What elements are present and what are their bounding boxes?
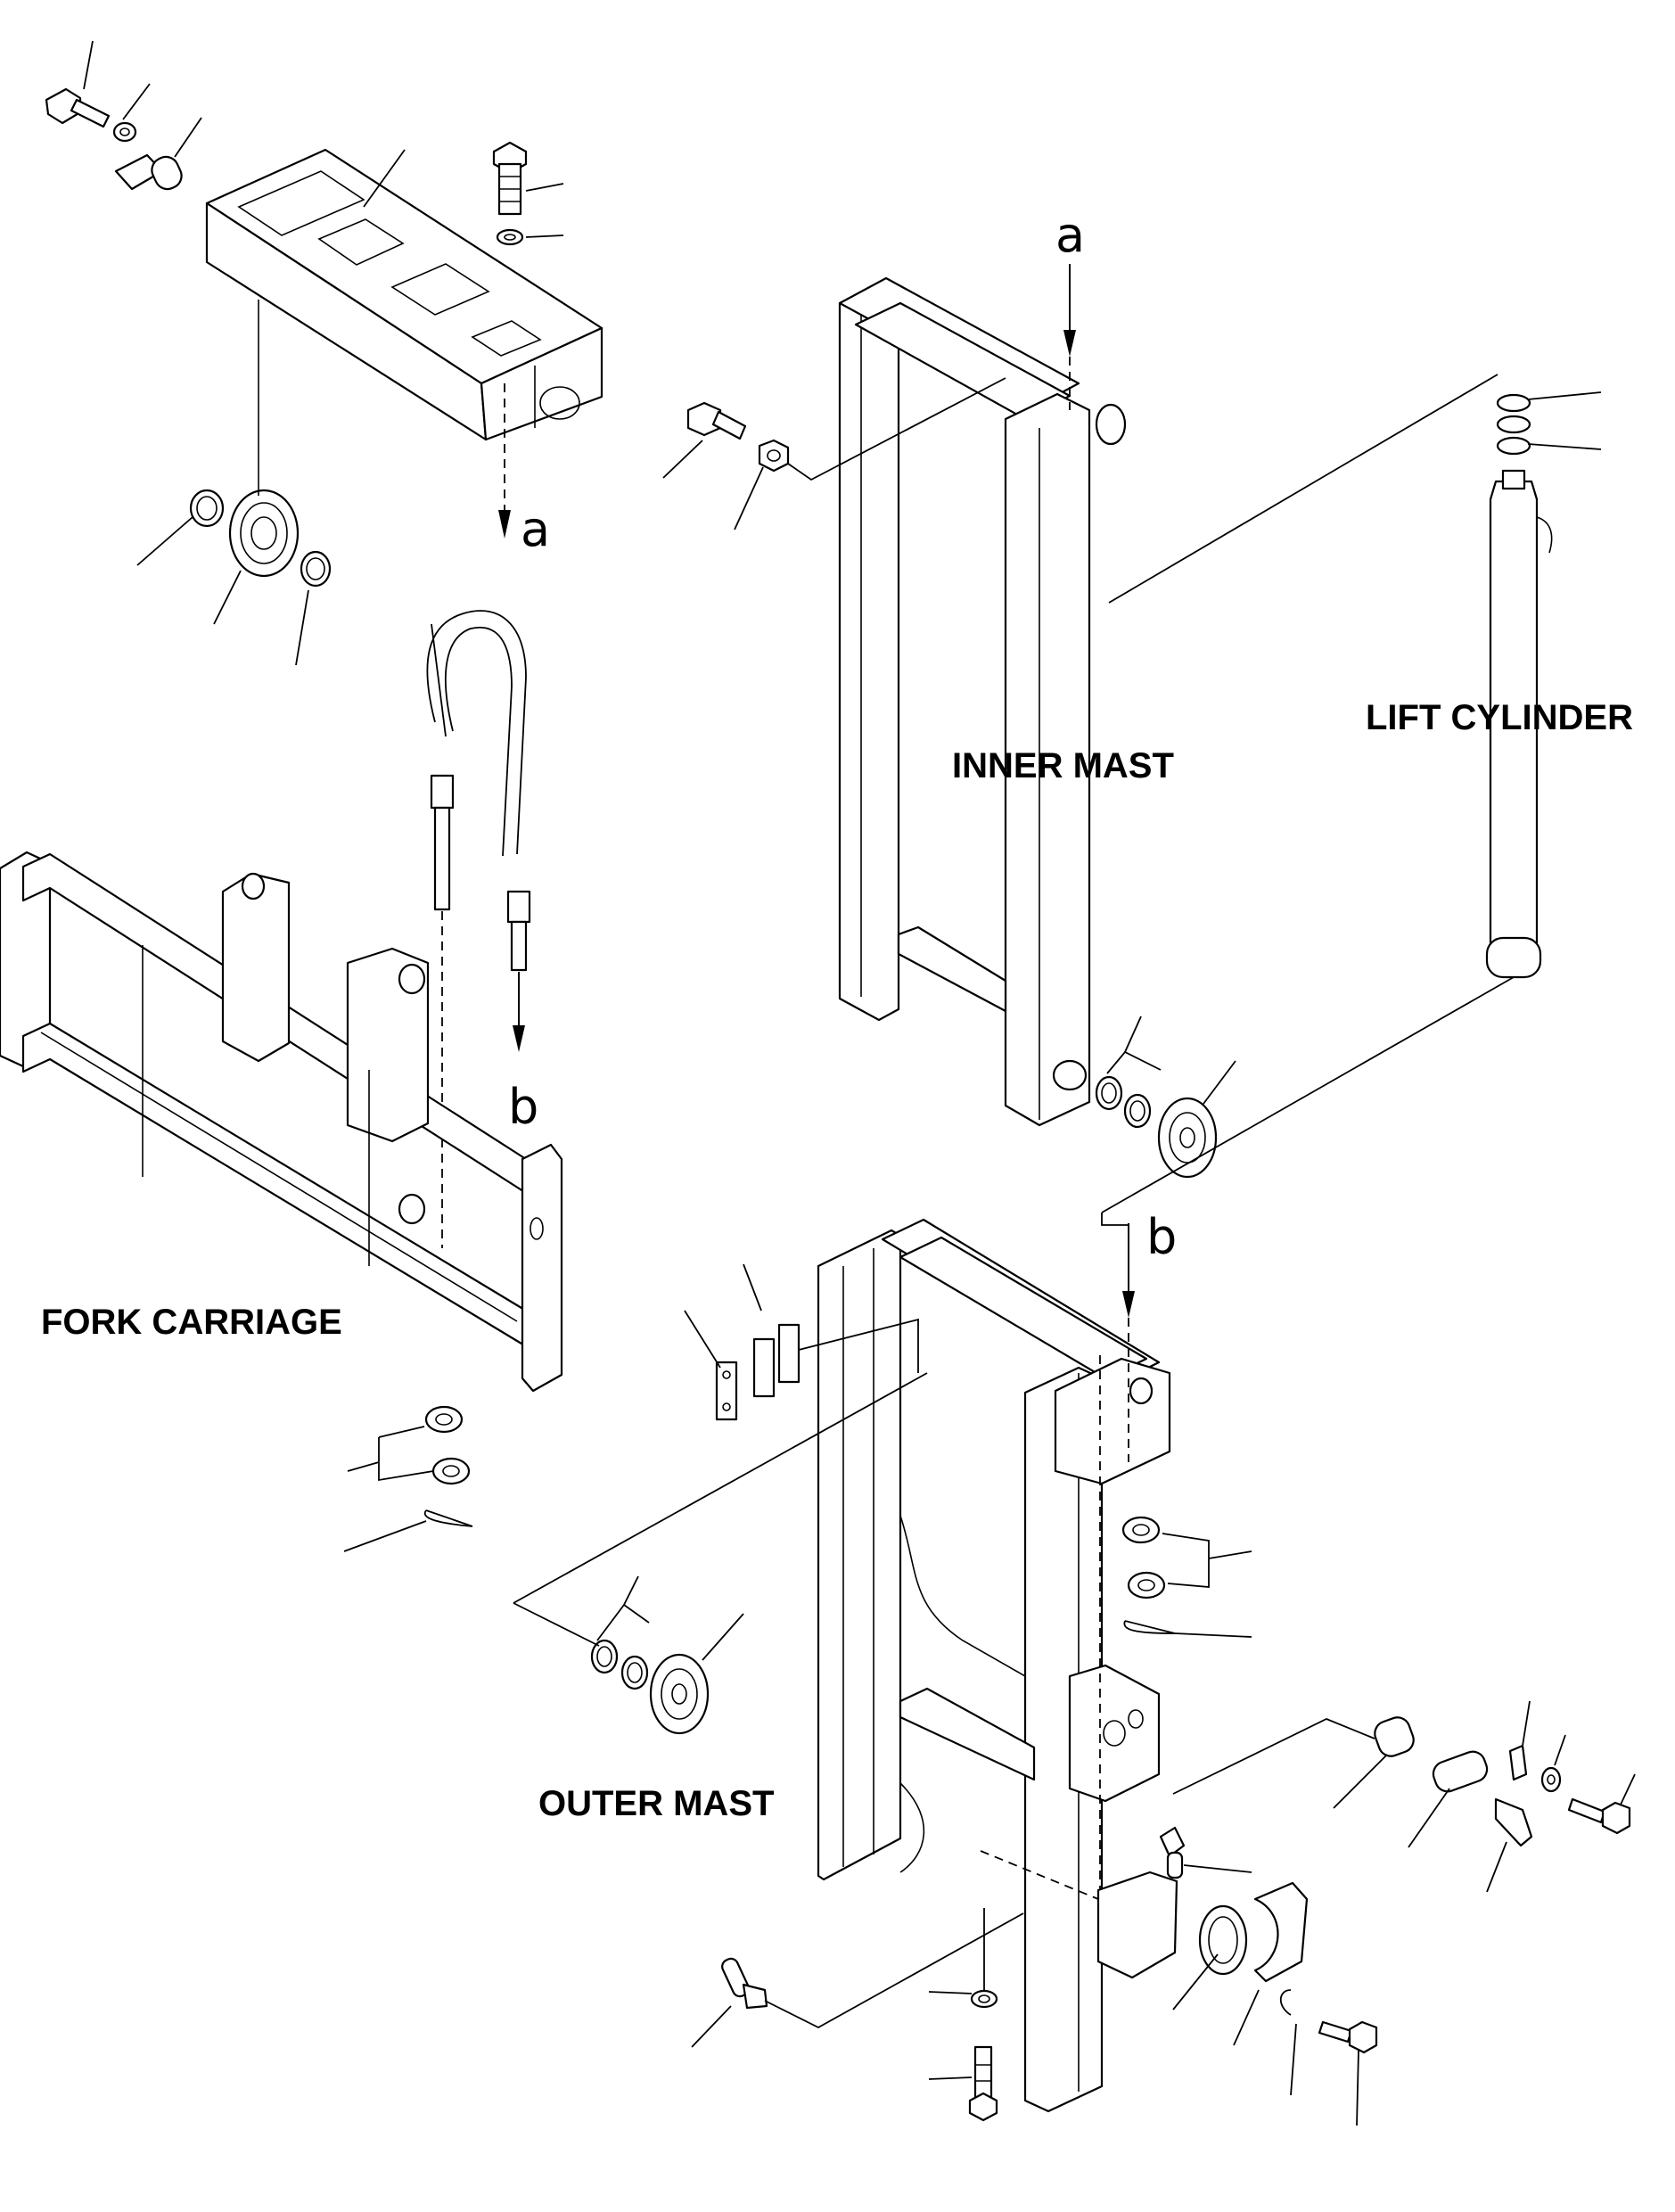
nut-icon bbox=[431, 1457, 471, 1485]
split-pin-icon bbox=[423, 1509, 473, 1527]
bolt-icon bbox=[1567, 1797, 1631, 1835]
reference-label-b: b bbox=[508, 1079, 538, 1135]
sheave-assembly bbox=[189, 489, 332, 588]
washer-icon bbox=[112, 121, 137, 143]
pin-and-plate bbox=[114, 153, 183, 191]
plate-icon bbox=[715, 1361, 738, 1421]
split-pin-icon bbox=[1123, 1620, 1176, 1634]
bearing-icon bbox=[1198, 1904, 1248, 1976]
snap-ring-icon bbox=[1279, 1989, 1292, 2016]
reference-label-a: a bbox=[521, 501, 550, 557]
outer-mast-label: OUTER MAST bbox=[538, 1784, 774, 1823]
reference-arrow-a: a bbox=[498, 383, 550, 557]
bolt-icon bbox=[1318, 2020, 1378, 2054]
shim-icon bbox=[1123, 1093, 1152, 1129]
reference-arrow-b-target: b bbox=[1101, 1209, 1177, 1462]
bolt-icon bbox=[45, 87, 111, 128]
inner-mast-label: INNER MAST bbox=[952, 746, 1174, 785]
plate-icon bbox=[752, 1337, 776, 1398]
chain-anchor-bolt bbox=[430, 774, 455, 1248]
outer-mast bbox=[817, 1218, 1178, 2113]
grease-fitting-icon bbox=[721, 1957, 768, 2010]
lift-chain bbox=[426, 610, 527, 857]
reference-label-b-target: b bbox=[1146, 1209, 1177, 1265]
washer-icon bbox=[496, 228, 524, 246]
fork-carriage bbox=[0, 851, 563, 1393]
washer-icon bbox=[970, 1989, 998, 2009]
roller-icon bbox=[649, 1653, 710, 1735]
reference-arrow-a-target: a bbox=[1055, 207, 1085, 410]
shim-icon bbox=[590, 1639, 619, 1674]
bolt-icon bbox=[492, 141, 528, 216]
fork-carriage-label: FORK CARRIAGE bbox=[41, 1303, 342, 1342]
plate-icon bbox=[1508, 1744, 1528, 1781]
nut-icon bbox=[1121, 1516, 1161, 1544]
bearing-cap-icon bbox=[1253, 1881, 1309, 1983]
nut-icon bbox=[1127, 1571, 1166, 1599]
reference-label-a-target: a bbox=[1055, 207, 1085, 263]
nut-icon bbox=[424, 1405, 464, 1434]
washer-icon bbox=[1540, 1766, 1562, 1793]
roller-icon bbox=[1157, 1097, 1218, 1179]
shim-icon bbox=[1095, 1075, 1123, 1111]
grease-fitting-icon bbox=[1494, 1797, 1533, 1847]
grease-fitting-icon bbox=[1159, 1826, 1186, 1879]
bolt-icon bbox=[686, 401, 747, 440]
lift-cylinder-label: LIFT CYLINDER bbox=[1366, 698, 1633, 737]
nut-icon bbox=[758, 439, 790, 473]
shim-icon bbox=[620, 1655, 649, 1690]
inner-mast bbox=[838, 276, 1127, 1127]
crosshead-bracket bbox=[205, 148, 603, 441]
bolt-icon bbox=[968, 2045, 998, 2122]
pin-icon bbox=[1432, 1750, 1489, 1793]
lift-cylinder bbox=[1485, 393, 1553, 979]
chain-anchor-bolt: b bbox=[506, 890, 538, 1135]
bushing-icon bbox=[1374, 1716, 1415, 1757]
plate-icon bbox=[777, 1323, 801, 1384]
